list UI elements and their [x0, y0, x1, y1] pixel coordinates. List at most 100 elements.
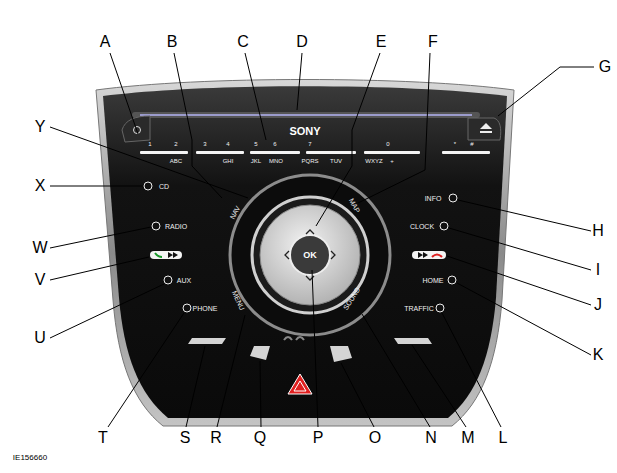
- illustration-part: [448, 276, 456, 284]
- illustration-part: [432, 255, 442, 258]
- callout-letter: X: [35, 178, 46, 194]
- illustration-part: [442, 151, 490, 154]
- keypad-label: WXYZ: [365, 158, 382, 164]
- button-label: MAP: [348, 197, 361, 214]
- callout-letter: H: [592, 223, 604, 239]
- illustration-part: [480, 131, 492, 133]
- button-label: INFO: [425, 195, 442, 202]
- figure-id: IE156660: [13, 454, 47, 462]
- illustration-part: [260, 205, 360, 305]
- illustration-part: [217, 315, 245, 427]
- illustration-part: [364, 151, 420, 154]
- illustration-part: [50, 257, 149, 280]
- brand-logo: SONY: [289, 126, 320, 137]
- callout-letter: U: [34, 330, 46, 346]
- illustration-part: [457, 283, 591, 355]
- illustration-part: [96, 80, 514, 427]
- illustration-part: [436, 304, 444, 312]
- callout-letter: N: [425, 430, 437, 446]
- callout-letter: P: [313, 430, 324, 446]
- hazard-button: [288, 374, 312, 394]
- illustration-part: [50, 186, 143, 187]
- illustration-part: [458, 200, 591, 231]
- illustration-part: [341, 363, 374, 427]
- illustration-part: [155, 253, 162, 257]
- keypad-label: 7: [308, 141, 311, 147]
- illustration-part: [260, 361, 261, 427]
- button-label: CLOCK: [410, 223, 434, 230]
- callout-letter: L: [499, 430, 508, 446]
- illustration-part: [252, 197, 368, 313]
- illustration-part: [174, 53, 222, 198]
- illustration-part: [306, 151, 356, 154]
- illustration-part: [285, 230, 335, 280]
- callout-letter: D: [296, 34, 308, 50]
- illustration-part: [285, 251, 289, 259]
- callout-letter: B: [167, 34, 178, 50]
- callout-letter: J: [594, 297, 602, 313]
- button-label: MENU: [230, 289, 245, 311]
- callout-letter: E: [376, 34, 387, 50]
- illustration-part: [250, 151, 300, 154]
- illustration-part: [312, 270, 318, 427]
- illustration-part: [144, 182, 152, 190]
- illustration-part: [498, 67, 594, 116]
- illustration-part: [140, 151, 188, 154]
- illustration-part: [152, 222, 160, 230]
- illustration-part: [316, 53, 380, 226]
- keypad-label: 4: [226, 141, 229, 147]
- illustration-part: [294, 381, 306, 391]
- callout-letter: K: [593, 347, 604, 363]
- illustration-part: [440, 222, 448, 230]
- illustration-part: [108, 313, 184, 427]
- illustration-part: [412, 345, 466, 427]
- illustration-part: [442, 313, 501, 427]
- keypad-label: ABC: [170, 158, 182, 164]
- illustration-part: [140, 114, 472, 116]
- keypad-label: 5: [254, 141, 257, 147]
- keypad-label: #: [470, 141, 473, 147]
- callout-letter: R: [210, 430, 222, 446]
- illustration-part: [297, 53, 302, 110]
- keypad-label: *: [454, 141, 456, 147]
- illustration-part: [394, 338, 432, 344]
- illustration-part: [50, 127, 248, 198]
- illustration-part: [183, 304, 191, 312]
- callout-letter: F: [428, 34, 438, 50]
- ok-button-label: OK: [303, 251, 317, 260]
- illustration-part: [412, 251, 446, 259]
- button-label: HOME: [423, 277, 444, 284]
- keypad-label: 2: [174, 141, 177, 147]
- leader-lines: [50, 53, 594, 427]
- callout-letter: S: [180, 430, 191, 446]
- illustration-part: [362, 314, 430, 427]
- illustration-part: [245, 53, 266, 140]
- illustration-part: [50, 227, 151, 248]
- keypad-label: PQRS: [301, 158, 318, 164]
- illustration-part: [468, 118, 501, 140]
- button-label: RADIO: [165, 223, 187, 230]
- lower-buttons: [188, 337, 432, 362]
- illustration-part: [330, 346, 352, 362]
- eject-button: [468, 118, 501, 140]
- keypad-label: 0: [386, 141, 389, 147]
- button-label: TRAFFIC: [404, 305, 434, 312]
- callout-letter: C: [237, 34, 249, 50]
- callout-letter: T: [98, 430, 108, 446]
- illustration-part: [164, 276, 172, 284]
- illustration-part: [288, 374, 312, 394]
- illustration-part: [290, 235, 330, 275]
- callout-letter: Q: [254, 430, 266, 446]
- illustration-part: [110, 53, 138, 134]
- illustration-part: [103, 86, 507, 418]
- illustration-part: [50, 284, 164, 338]
- illustration-part: [358, 53, 430, 203]
- illustration-part: [250, 346, 270, 360]
- callout-letter: Y: [35, 119, 46, 135]
- keypad-label: MNO: [269, 158, 283, 164]
- keypad-label: 3: [203, 141, 206, 147]
- button-label: CD: [159, 183, 169, 190]
